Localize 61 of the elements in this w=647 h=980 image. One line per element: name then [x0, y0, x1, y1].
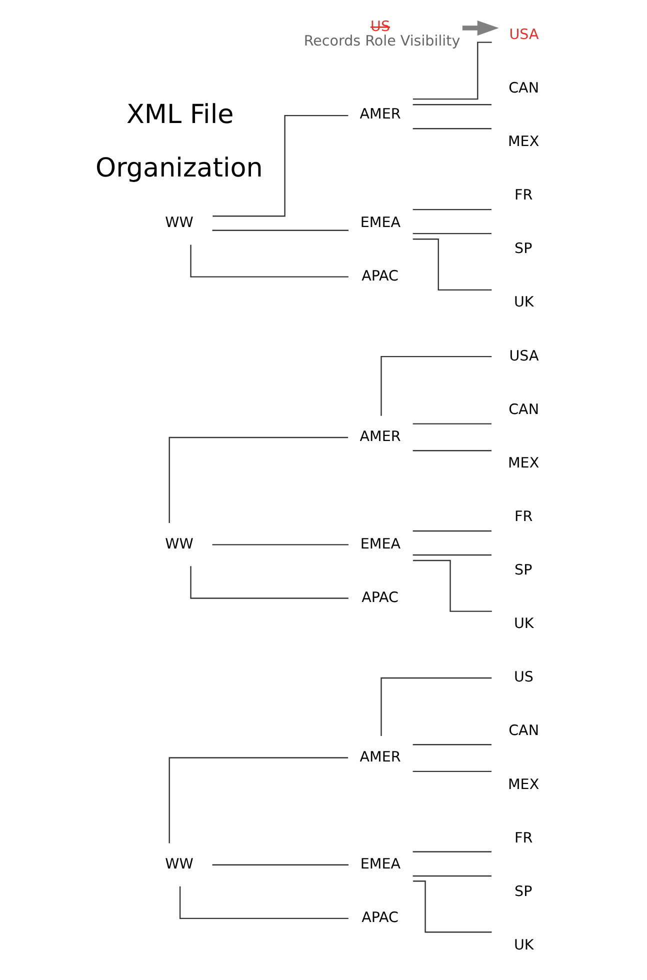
node-text: APAC: [362, 268, 399, 284]
node-text: US: [514, 669, 534, 686]
connector: [212, 544, 348, 545]
label: Organization: [96, 152, 263, 183]
connector: [413, 559, 492, 612]
connector: [412, 450, 492, 451]
connector: [413, 880, 492, 932]
node-text: WW: [165, 856, 194, 872]
node-text: CAN: [508, 80, 540, 96]
connector: [412, 104, 492, 105]
node-text: USA: [509, 26, 539, 42]
node-text: AMER: [360, 748, 401, 765]
node-text: UK: [514, 616, 534, 632]
connector: [380, 676, 492, 736]
connector: [412, 744, 492, 745]
node-text: FR: [514, 830, 533, 846]
node-text: CAN: [508, 401, 540, 418]
connector: [412, 232, 492, 234]
node-text: UK: [514, 294, 534, 310]
node-text: WW: [165, 536, 194, 552]
node-text: WW: [165, 214, 194, 230]
node-text: EMEA: [360, 536, 401, 552]
connector: [412, 238, 492, 290]
connector: [190, 244, 348, 277]
connector: [212, 864, 348, 865]
node-text: UK: [514, 937, 534, 953]
node-text: AMER: [360, 106, 401, 122]
connector: [190, 566, 348, 598]
node-text: EMEA: [360, 856, 401, 872]
node-text: SP: [514, 240, 532, 257]
connector: [412, 208, 492, 210]
node-text: EMEA: [360, 214, 401, 230]
connector: [168, 756, 348, 843]
node-text: MEX: [508, 776, 540, 792]
arrow: [462, 20, 499, 36]
node-text: AMER: [360, 428, 401, 445]
node-text: SP: [514, 883, 532, 900]
connector: [412, 530, 492, 532]
connector: [168, 436, 348, 522]
node-text: USA: [509, 348, 539, 364]
node-text: APAC: [362, 589, 399, 606]
connector: [412, 128, 492, 129]
node-text: SP: [514, 562, 532, 578]
node-text: APAC: [362, 910, 399, 926]
connector: [412, 41, 492, 100]
connector: [412, 554, 492, 556]
node-text: US Records Role Visibility: [304, 18, 460, 49]
connector: [412, 422, 492, 424]
node-text: FR: [514, 187, 533, 204]
connector: [212, 229, 348, 230]
node-text: MEX: [508, 454, 540, 471]
connector: [212, 114, 348, 216]
node-text: FR: [514, 508, 533, 524]
connector: [412, 850, 492, 852]
label: XML File: [126, 99, 234, 130]
connector: [412, 874, 492, 876]
node-text: MEX: [508, 134, 540, 150]
node-text: CAN: [508, 722, 540, 739]
connector: [179, 886, 348, 919]
connector: [380, 355, 492, 416]
connector: [412, 770, 492, 772]
